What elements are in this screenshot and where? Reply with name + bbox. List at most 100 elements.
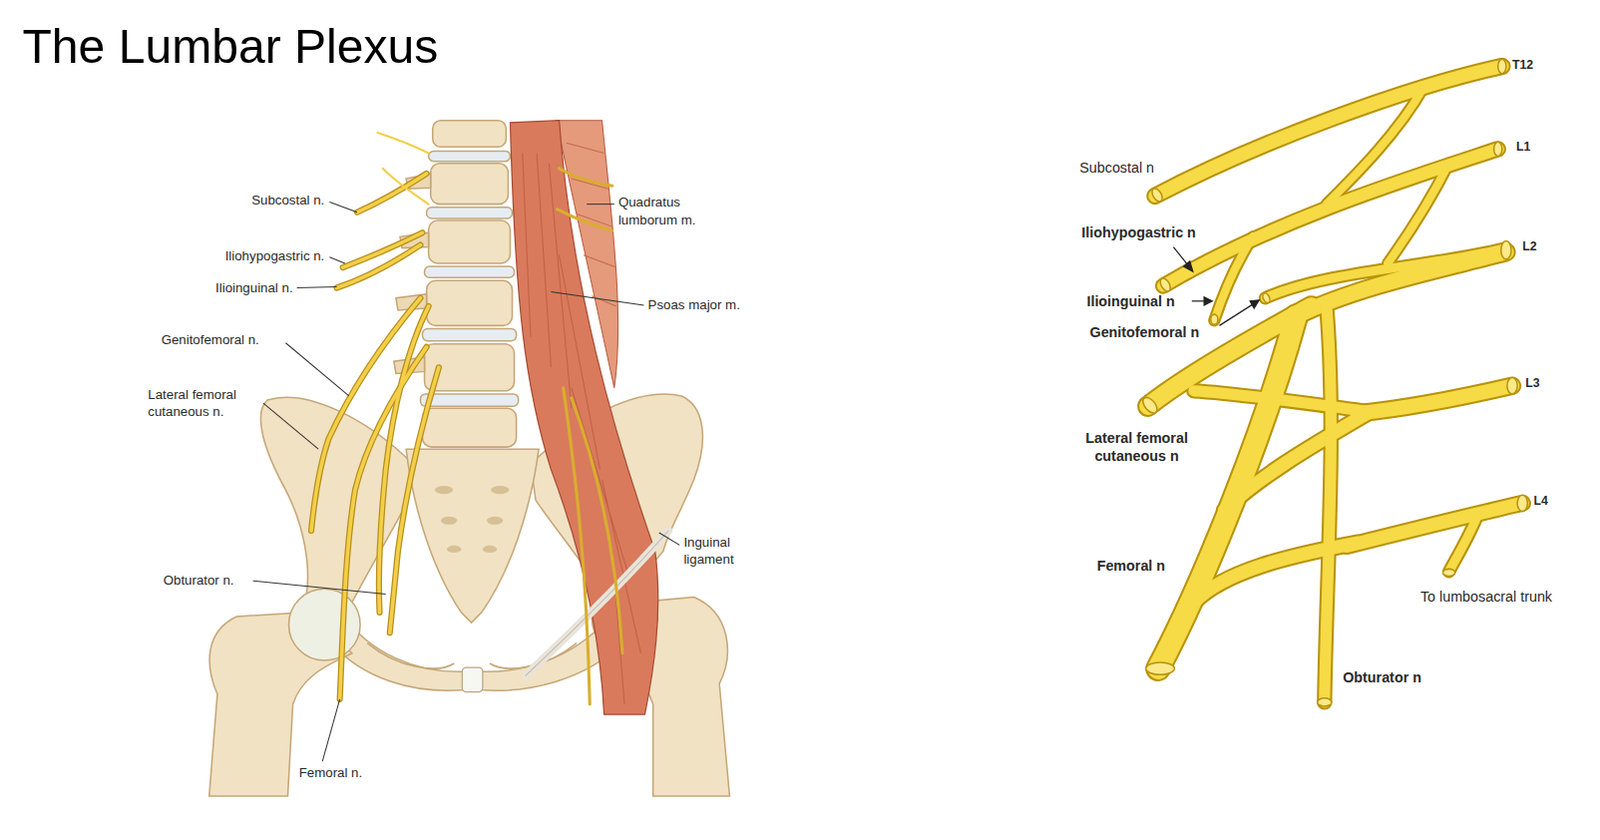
nerve-end-caps [1140,58,1528,707]
pointer-arrows-part [1184,261,1194,272]
nerve-label: Ilioinguinal n [1086,292,1175,312]
nerve-end-caps-part [1442,568,1455,576]
nerve-end-caps-part [1261,292,1272,305]
leader-lines-part [586,203,615,205]
nerve-label: Lateral femoral cutaneous n [1071,428,1202,466]
plexus-schematic-nerves-part [1357,386,1513,414]
lumbar-vertebrae [394,120,519,447]
pointer-arrows [1173,247,1259,327]
lumbar-vertebrae-part [426,207,513,219]
plexus-schematic-nerves-part [1324,306,1332,703]
nerve-end-caps-part [1317,698,1332,707]
nerve-label: Iliohypogastric n [1081,223,1197,243]
plexus-schematic-nerves-part [1158,316,1296,669]
right-side-nerves-part [559,168,613,186]
plexus-schematic-nerves-part [1155,66,1503,197]
nerve-label: To lumbosacral trunk [1420,587,1553,607]
lumbar-vertebrae-part [432,120,507,148]
anatomy-label: Ilioinguinal n. [215,279,294,297]
anatomy-label: Obturator n. [163,571,235,589]
root-label: L4 [1534,493,1549,510]
leader-lines [253,202,681,763]
left-side-nerves-part-part [311,298,420,531]
pelvis-bones-part [367,643,454,669]
inguinal-ligament-part [525,530,669,676]
nerve-end-caps-part [1501,240,1512,259]
left-side-nerves-part [311,173,439,700]
nerve-end-caps-part [1146,662,1176,675]
plexus-schematic-outline-part [1346,502,1523,546]
nerve-end-caps-part [1158,276,1173,293]
right-side-nerves-part [571,398,623,654]
left-side-nerves-part-part [340,347,427,700]
left-side-nerves-part-part [383,168,429,205]
sacral-foramina-part [446,545,461,553]
right-side-nerves [557,168,623,705]
left-side-nerves-part [377,132,428,205]
nerve-label: Genitofemoral n [1090,323,1200,343]
inguinal-ligament [525,530,669,676]
left-side-nerves-part-part [377,132,428,153]
plexus-schematic-outline-part [1158,316,1296,669]
lumbar-vertebrae-part [428,150,511,161]
lumbar-vertebrae-part [419,394,518,406]
anatomy-label: Lateral femoral cutaneous n. [147,386,261,421]
leader-lines-part [297,286,338,288]
nerve-label: Femoral n [1097,556,1166,576]
lumbar-vertebrae-part [428,220,511,264]
pubic-symphysis [461,667,482,693]
sacral-foramina-part [490,485,509,494]
nerve-end-caps-part [1498,58,1507,73]
plexus-schematic-nerves-part [1194,542,1358,602]
left-side-nerves [311,132,439,700]
left-side-nerves-part-part [357,173,427,213]
anatomy-label: Femoral n. [299,764,363,782]
anatomy-label: Psoas major m. [648,296,741,314]
nerve-end-caps-part [1210,314,1218,325]
pubic-symphysis-part [461,667,482,693]
sacral-foramina-part [434,485,453,494]
nerve-label: Obturator n [1342,668,1422,688]
leader-lines-part [659,532,680,545]
right-side-nerves-part [557,209,613,231]
leader-lines-part [550,292,644,306]
lumbar-vertebrae-part [424,266,515,278]
pointer-arrows-part [1203,297,1212,306]
leader-lines-part [322,699,340,762]
root-label: L2 [1522,239,1537,256]
slide-title: The Lumbar Plexus [22,19,439,73]
sacral-foramina-part [482,545,497,553]
plexus-schematic-nerves-part [1346,502,1523,546]
root-label: T12 [1512,57,1534,74]
femoral-heads-part [288,588,361,661]
anatomy-label: Iliohypogastric n. [225,247,326,265]
anatomy-label: Genitofemoral n. [161,331,260,349]
left-side-nerves-part-part [337,245,421,289]
sacral-foramina-part [440,516,457,525]
left-side-nerves-part-part [390,367,439,633]
pointer-arrows-part [1218,304,1253,326]
left-side-nerves-part [311,173,439,700]
root-label: L3 [1525,376,1540,393]
plexus-schematic-nerves-part [1387,163,1449,264]
plexus-schematic-outline-part [1155,66,1503,197]
plexus-schematic-nerves-part [1449,515,1479,572]
nerve-end-caps-part [1517,494,1528,511]
nerve-end-caps-part [1507,378,1518,395]
inguinal-ligament-part [525,530,669,676]
plexus-schematic-outline [1148,66,1523,703]
anatomy-label: Subcostal n. [251,191,325,209]
lumbar-vertebrae-part [426,280,513,326]
left-side-nerves-part-part [357,173,427,213]
leader-lines-part [329,257,345,264]
pelvis-bones-part [405,448,539,623]
leader-lines-part [285,343,349,397]
plexus-schematic-outline-part [1324,306,1332,703]
nerve-end-caps-part [1494,141,1503,156]
plexus-schematic-nerves-part [1224,412,1368,510]
leader-lines-part [329,202,358,213]
left-side-nerves-part-part [340,347,427,700]
lumbar-vertebrae-part [422,328,517,341]
lumbar-vertebrae-part [422,407,517,447]
